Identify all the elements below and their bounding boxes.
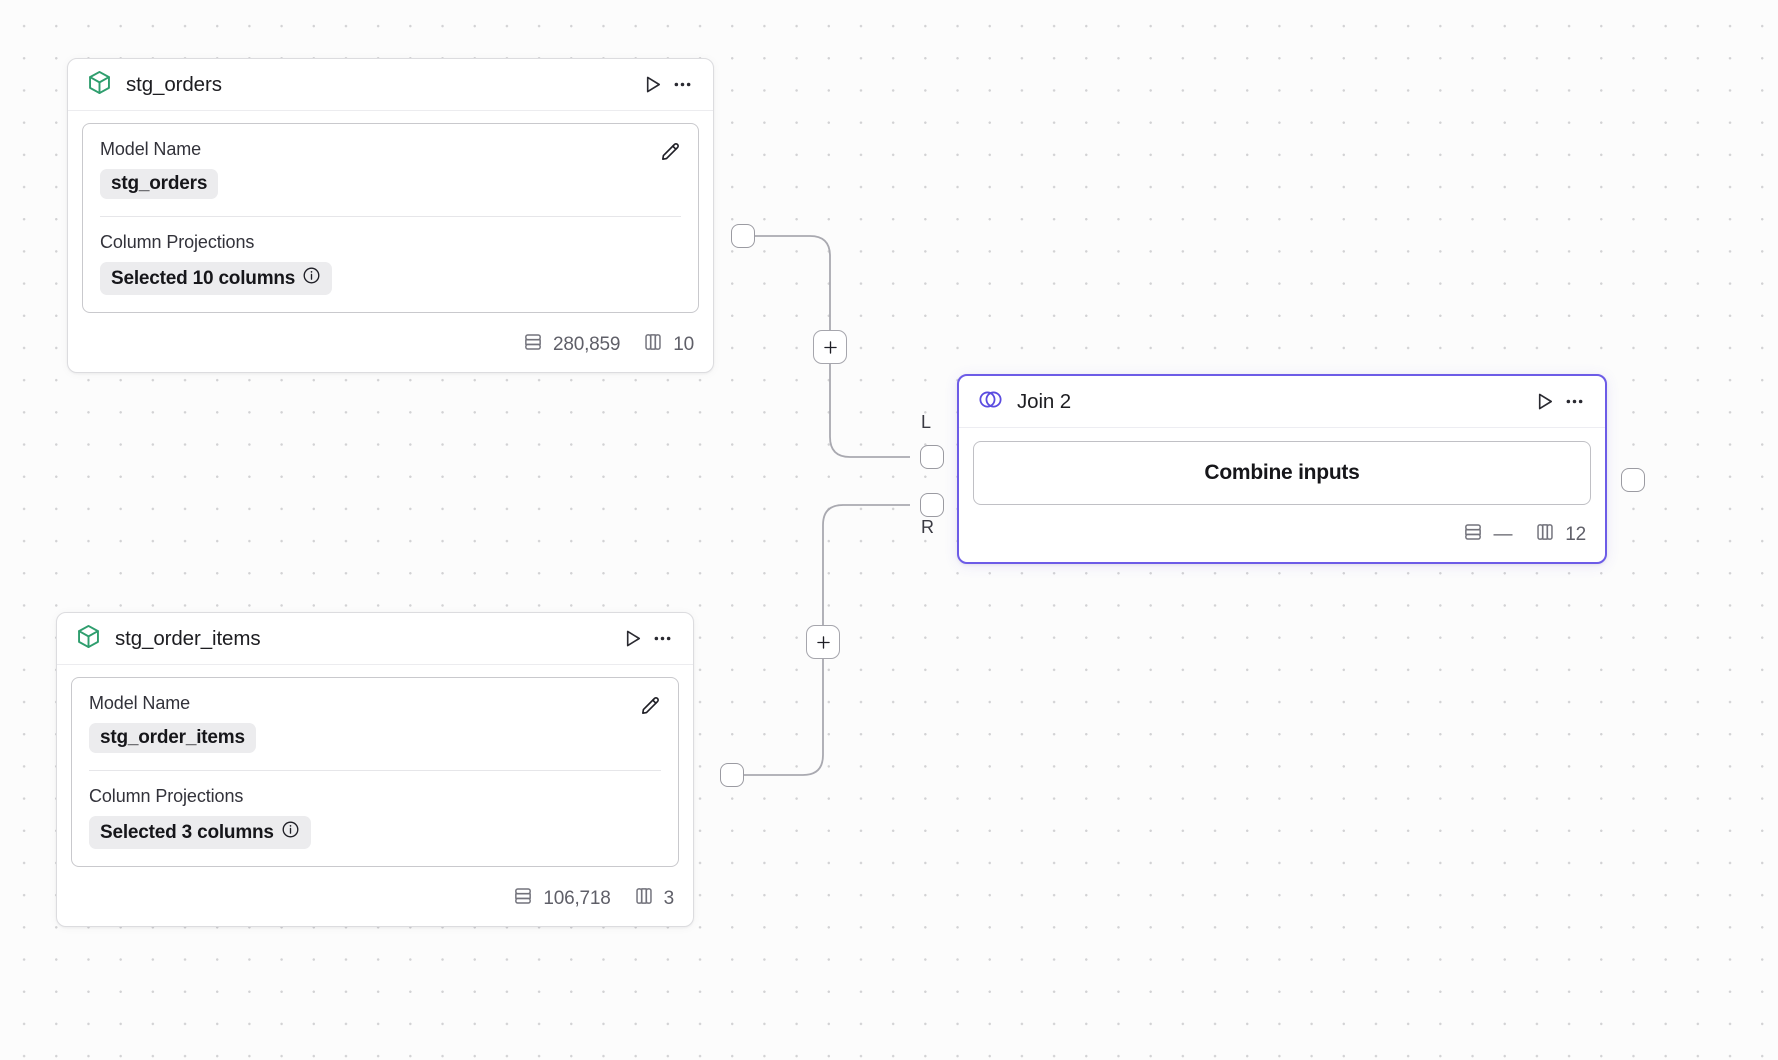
- node-header: stg_orders: [68, 59, 713, 111]
- combine-inputs-button[interactable]: Combine inputs: [973, 441, 1591, 505]
- node-header: Join 2: [959, 376, 1605, 428]
- columns-icon: [642, 331, 664, 359]
- cube-icon: [75, 623, 102, 655]
- model-config-panel: Model Name stg_order_items Column Projec…: [71, 677, 679, 867]
- rows-value: 106,718: [543, 888, 611, 909]
- output-port-stg-orders[interactable]: [731, 224, 755, 248]
- panel-divider: [100, 216, 681, 217]
- add-node-on-edge-1-button[interactable]: [813, 330, 847, 364]
- info-icon[interactable]: [281, 820, 300, 845]
- columns-value: 10: [673, 334, 694, 355]
- model-name-label: Model Name: [89, 693, 191, 713]
- rows-value: —: [1493, 524, 1513, 545]
- columns-stat: 3: [633, 885, 674, 913]
- node-body: Model Name stg_order_items Column Projec…: [57, 665, 693, 875]
- edit-pencil-icon[interactable]: [635, 690, 665, 720]
- node-body: Combine inputs: [959, 428, 1605, 511]
- node-title: stg_order_items: [115, 626, 261, 650]
- rows-icon: [512, 885, 534, 913]
- more-options-icon[interactable]: [647, 624, 677, 654]
- input-port-join-right[interactable]: [920, 493, 944, 517]
- column-projections-text: Selected 3 columns: [100, 821, 274, 843]
- more-options-icon[interactable]: [667, 70, 697, 100]
- column-projections-label: Column Projections: [89, 786, 244, 806]
- run-icon[interactable]: [617, 624, 647, 654]
- node-footer: 280,859 10: [68, 321, 713, 372]
- node-stg-orders[interactable]: stg_orders: [67, 58, 714, 373]
- node-stg-order-items[interactable]: stg_order_items: [56, 612, 694, 927]
- rows-icon: [1462, 521, 1484, 549]
- venn-icon: [977, 386, 1004, 418]
- node-title: Join 2: [1017, 389, 1072, 413]
- edit-pencil-icon[interactable]: [655, 136, 685, 166]
- rows-value: 280,859: [552, 334, 621, 355]
- node-join-2[interactable]: Join 2 Combine inputs: [957, 374, 1607, 564]
- node-body: Model Name stg_orders Column Projections…: [68, 111, 713, 321]
- panel-divider: [89, 770, 661, 771]
- output-port-join-2[interactable]: [1621, 468, 1645, 492]
- columns-stat: 10: [642, 331, 694, 359]
- rows-stat: 280,859: [522, 331, 620, 359]
- columns-icon: [1534, 521, 1556, 549]
- output-port-stg-order-items[interactable]: [720, 763, 744, 787]
- column-projections-text: Selected 10 columns: [111, 267, 296, 289]
- model-name-value[interactable]: stg_order_items: [89, 723, 256, 753]
- column-projections-label: Column Projections: [100, 232, 255, 252]
- model-name-text: stg_orders: [111, 173, 208, 194]
- model-name-value[interactable]: stg_orders: [100, 169, 219, 199]
- more-options-icon[interactable]: [1559, 387, 1589, 417]
- rows-stat: 106,718: [512, 885, 611, 913]
- cube-icon: [86, 69, 113, 101]
- node-footer: — 12: [959, 511, 1605, 562]
- input-port-label-left: L: [921, 412, 932, 432]
- columns-stat: 12: [1534, 521, 1586, 549]
- node-footer: 106,718 3: [57, 875, 693, 926]
- rows-icon: [522, 331, 544, 359]
- column-projections-value[interactable]: Selected 3 columns: [89, 816, 311, 849]
- model-name-label: Model Name: [100, 139, 202, 159]
- model-name-text: stg_order_items: [100, 727, 245, 748]
- info-icon[interactable]: [302, 266, 321, 291]
- run-icon[interactable]: [1529, 387, 1559, 417]
- input-port-join-left[interactable]: [920, 445, 944, 469]
- columns-value: 3: [663, 888, 675, 909]
- add-node-on-edge-2-button[interactable]: [806, 625, 840, 659]
- node-title: stg_orders: [126, 72, 222, 96]
- column-projections-value[interactable]: Selected 10 columns: [100, 262, 333, 295]
- run-icon[interactable]: [637, 70, 667, 100]
- input-port-label-right: R: [921, 517, 934, 537]
- node-header: stg_order_items: [57, 613, 693, 665]
- model-config-panel: Model Name stg_orders Column Projections…: [82, 123, 699, 313]
- columns-icon: [633, 885, 655, 913]
- combine-inputs-label: Combine inputs: [1204, 461, 1360, 484]
- columns-value: 12: [1565, 524, 1586, 545]
- rows-stat: —: [1462, 521, 1512, 549]
